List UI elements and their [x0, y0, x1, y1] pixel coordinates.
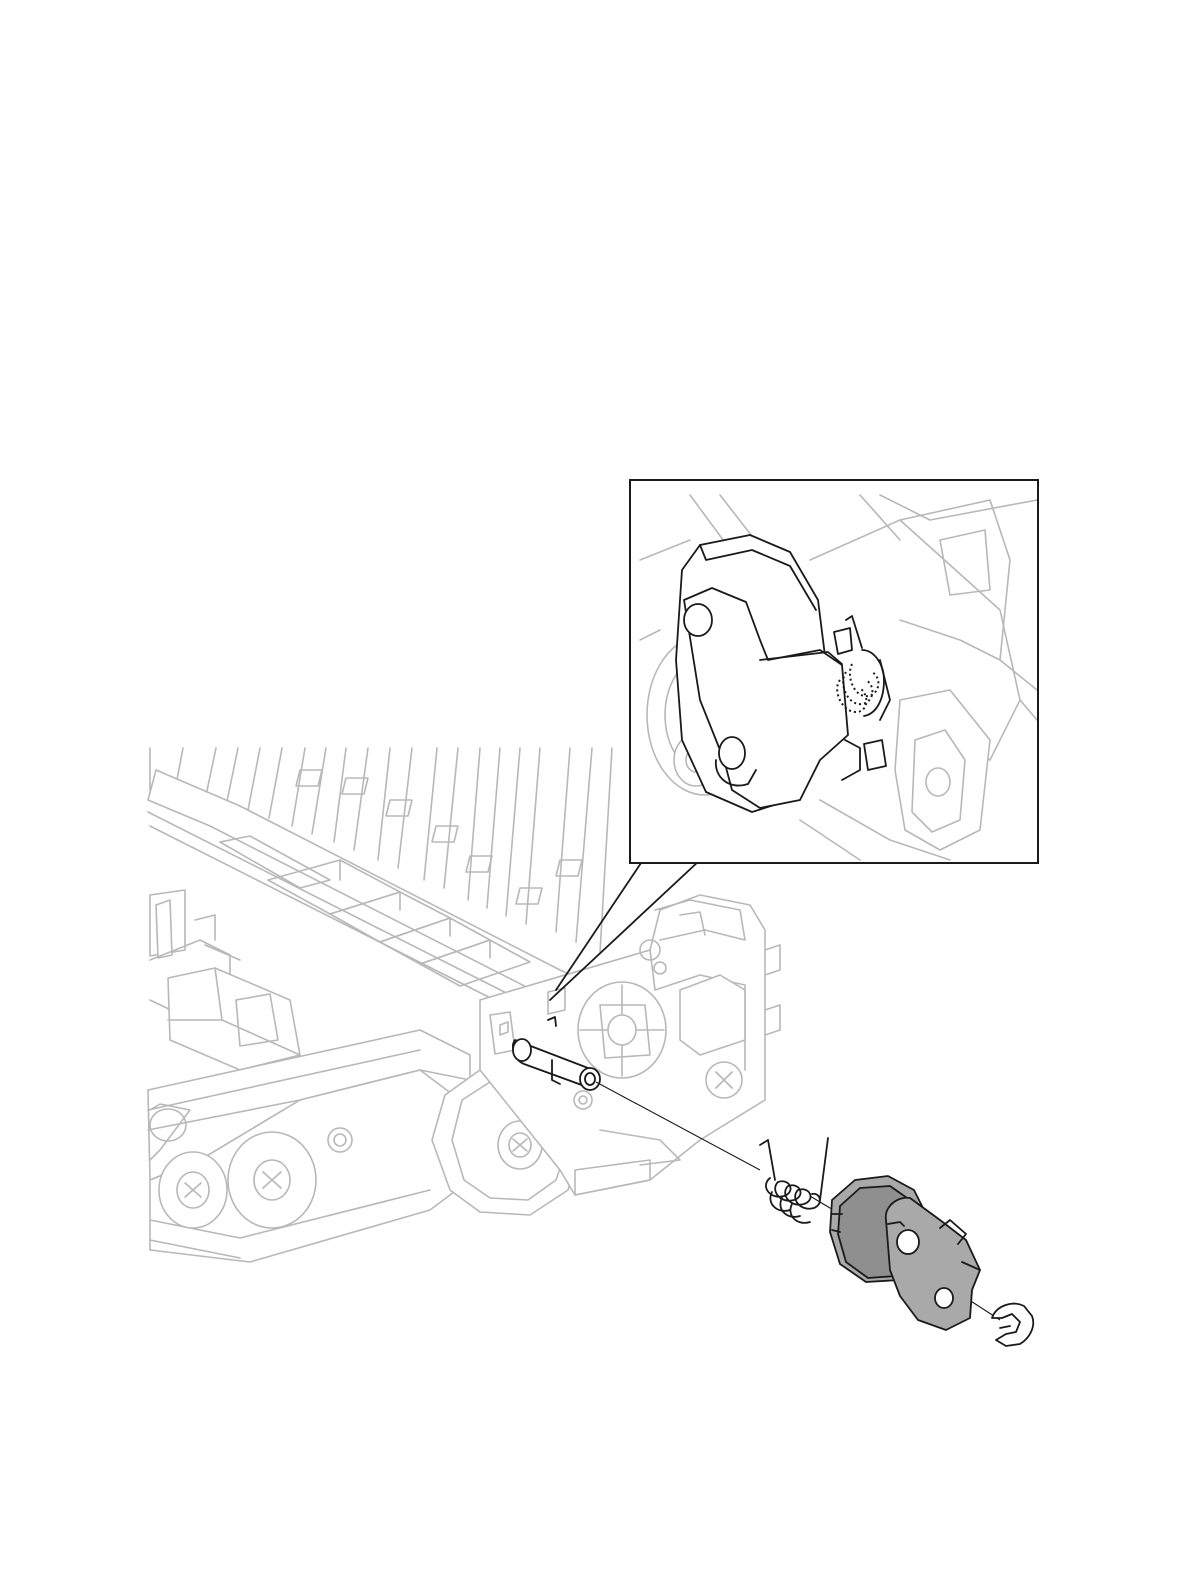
guide-ribs — [150, 748, 612, 952]
rail-roller-2 — [228, 1132, 316, 1228]
bottom-rail — [148, 1030, 470, 1262]
rail-roller-1 — [159, 1152, 227, 1228]
torsion-spring — [760, 1138, 828, 1223]
e-clip — [992, 1304, 1033, 1346]
detail-inset — [630, 480, 1038, 863]
plate-gear — [578, 982, 666, 1078]
roller-assembly — [830, 1176, 980, 1330]
connector-block — [168, 968, 300, 1070]
left-bracket — [150, 890, 300, 1070]
